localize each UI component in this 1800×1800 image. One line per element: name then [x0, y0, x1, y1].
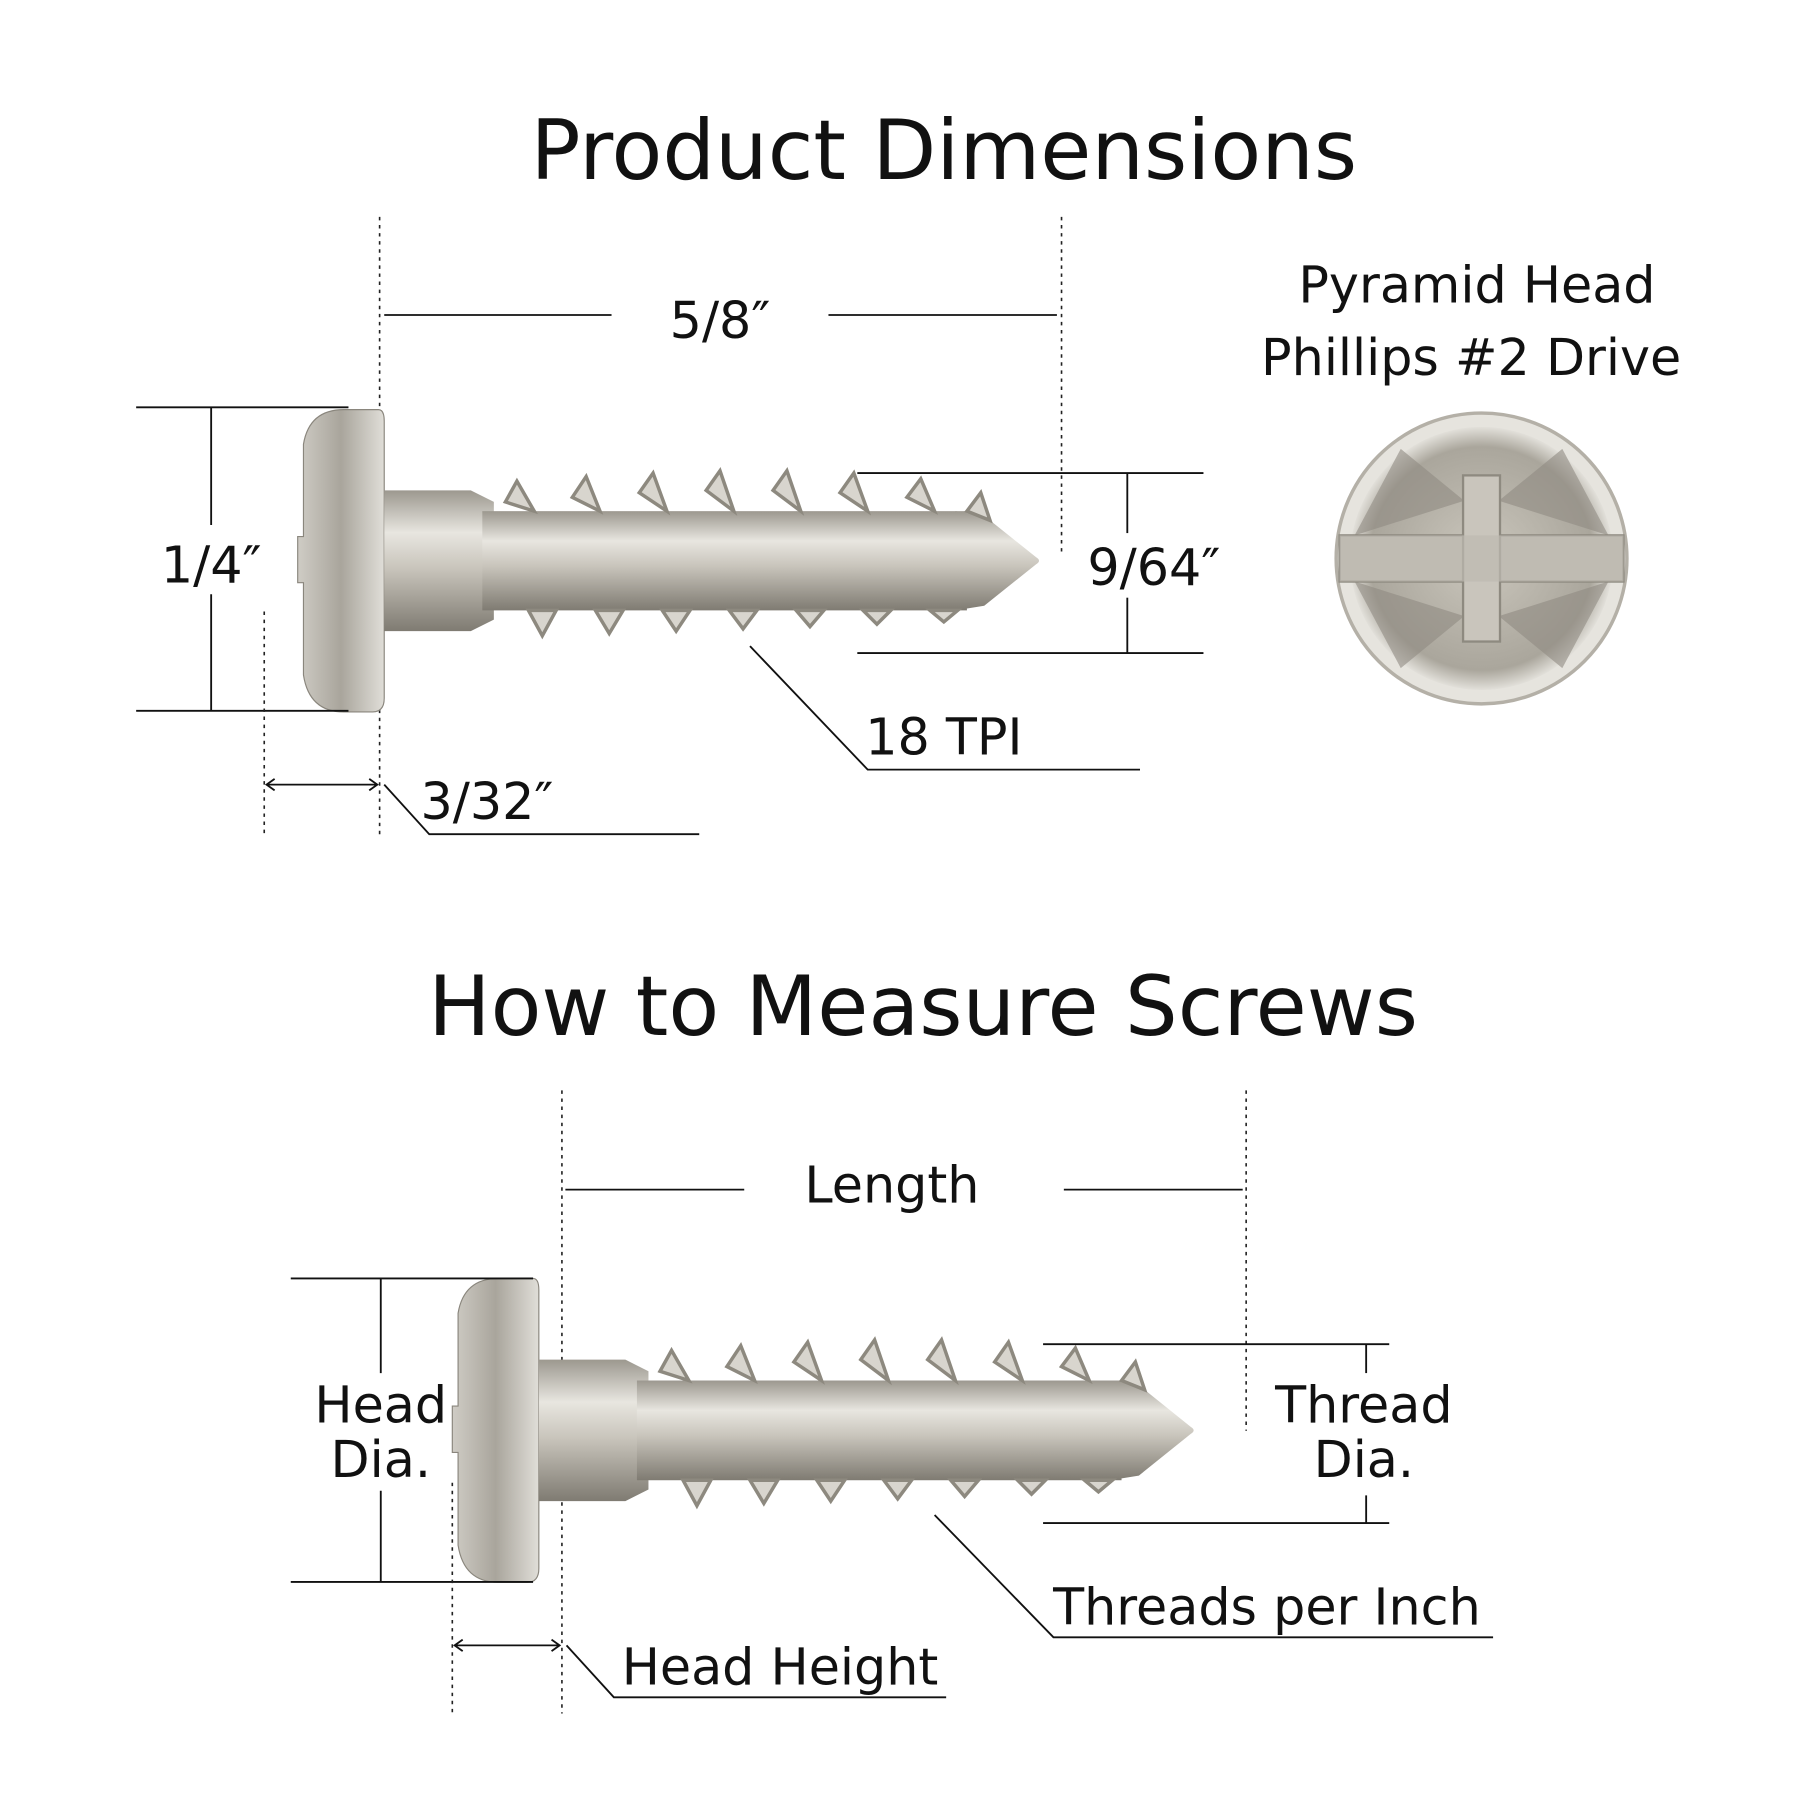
length-label: Length — [804, 1155, 979, 1214]
thread-dia-value: 9/64″ — [1087, 538, 1220, 597]
thread-crests — [502, 467, 993, 640]
screw-side-view — [297, 409, 1040, 713]
tpi-leader — [933, 1514, 1494, 1639]
length-value: 5/8″ — [670, 291, 771, 350]
thread-dia-label-line2: Dia. — [1314, 1430, 1414, 1489]
head-dia-label-line2: Dia. — [331, 1430, 431, 1489]
tpi-leader — [749, 645, 1140, 771]
head-type-line2: Phillips #2 Drive — [1261, 328, 1681, 387]
thread-dia-label-line1: Thread — [1274, 1376, 1452, 1435]
tpi-label: Threads per Inch — [1052, 1578, 1481, 1637]
head-dia-label-line1: Head — [314, 1376, 447, 1435]
head-height-arrowheads — [453, 1638, 562, 1652]
head-height-leader — [565, 1644, 947, 1699]
section-title: Product Dimensions — [531, 102, 1358, 199]
head-height-arrowheads — [264, 778, 379, 792]
section-title: How to Measure Screws — [428, 958, 1418, 1055]
screw-side-view — [451, 1277, 1195, 1583]
tpi-value: 18 TPI — [865, 708, 1022, 767]
head-height-value: 3/32″ — [420, 772, 553, 831]
head-dia-value: 1/4″ — [161, 536, 262, 595]
head-height-leader — [383, 783, 700, 836]
head-type-line1: Pyramid Head — [1298, 255, 1655, 314]
product-dimensions-section: Product Dimensions 5/8″ 1/4″ 9/64″ 18 TP — [136, 102, 1681, 837]
phillips-head-top-view — [1334, 411, 1629, 706]
head-height-label: Head Height — [622, 1638, 939, 1697]
how-to-measure-section: How to Measure Screws Length Head Dia. T… — [290, 958, 1494, 1714]
